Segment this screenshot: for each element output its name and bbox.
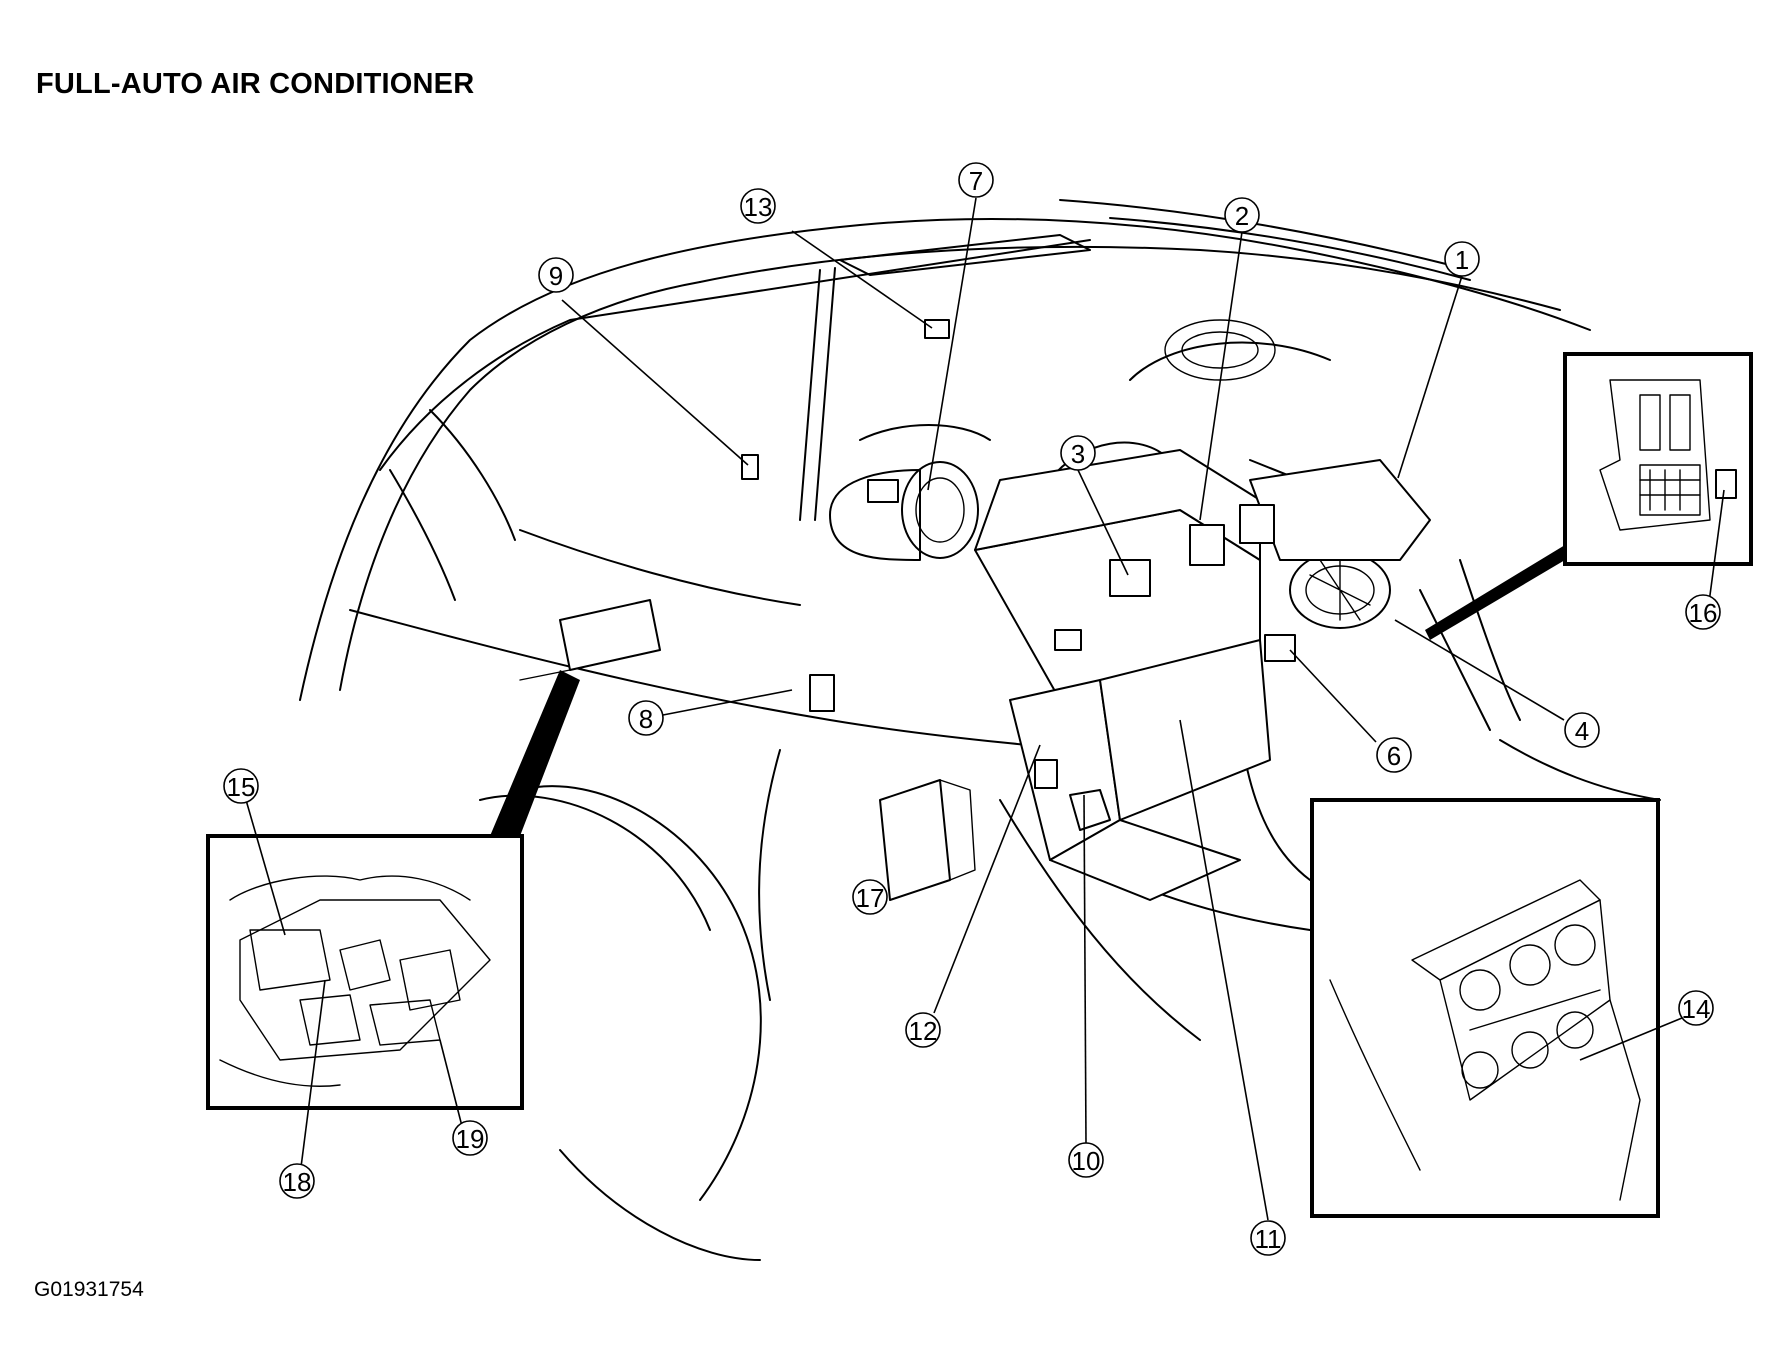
callout-11: 11 (1250, 1220, 1286, 1256)
svg-text:4: 4 (1575, 716, 1589, 746)
svg-text:15: 15 (227, 772, 256, 802)
callout-9: 9 (538, 257, 574, 293)
callout-3: 3 (1060, 435, 1096, 471)
callout-7: 7 (958, 162, 994, 198)
svg-text:3: 3 (1071, 439, 1085, 469)
fuse-box-pointer (490, 670, 580, 836)
svg-text:6: 6 (1387, 741, 1401, 771)
svg-text:14: 14 (1682, 994, 1711, 1024)
callout-15: 15 (223, 768, 259, 804)
fuse-box-inset (206, 834, 524, 1110)
figure-id: G01931754 (34, 1278, 144, 1301)
svg-text:8: 8 (639, 704, 653, 734)
callout-4: 4 (1564, 712, 1600, 748)
vehicle-body-outline (299, 199, 1661, 1261)
svg-text:19: 19 (456, 1124, 485, 1154)
callout-17: 17 (852, 879, 888, 915)
junction-box-inset (1563, 352, 1753, 566)
svg-text:18: 18 (283, 1167, 312, 1197)
svg-text:13: 13 (744, 192, 773, 222)
svg-text:2: 2 (1235, 201, 1249, 231)
svg-text:12: 12 (909, 1016, 938, 1046)
callout-1: 1 (1444, 241, 1480, 277)
diagram-title: FULL-AUTO AIR CONDITIONER (36, 68, 475, 100)
control-panel-inset (1310, 798, 1660, 1218)
callout-14: 14 (1678, 990, 1714, 1026)
svg-text:1: 1 (1455, 245, 1469, 275)
callout-2: 2 (1224, 197, 1260, 233)
svg-text:16: 16 (1689, 598, 1718, 628)
svg-text:10: 10 (1072, 1146, 1101, 1176)
callout-19: 19 (452, 1120, 488, 1156)
junction-box-pointer (1425, 545, 1565, 640)
callout-18: 18 (279, 1163, 315, 1199)
svg-text:9: 9 (549, 261, 563, 291)
svg-text:7: 7 (969, 166, 983, 196)
svg-text:17: 17 (856, 883, 885, 913)
callout-10: 10 (1068, 1142, 1104, 1178)
callout-8: 8 (628, 700, 664, 736)
callout-13: 13 (740, 188, 776, 224)
callout-12: 12 (905, 1012, 941, 1048)
svg-text:11: 11 (1255, 1224, 1282, 1254)
callout-16: 16 (1685, 594, 1721, 630)
callout-6: 6 (1376, 737, 1412, 773)
